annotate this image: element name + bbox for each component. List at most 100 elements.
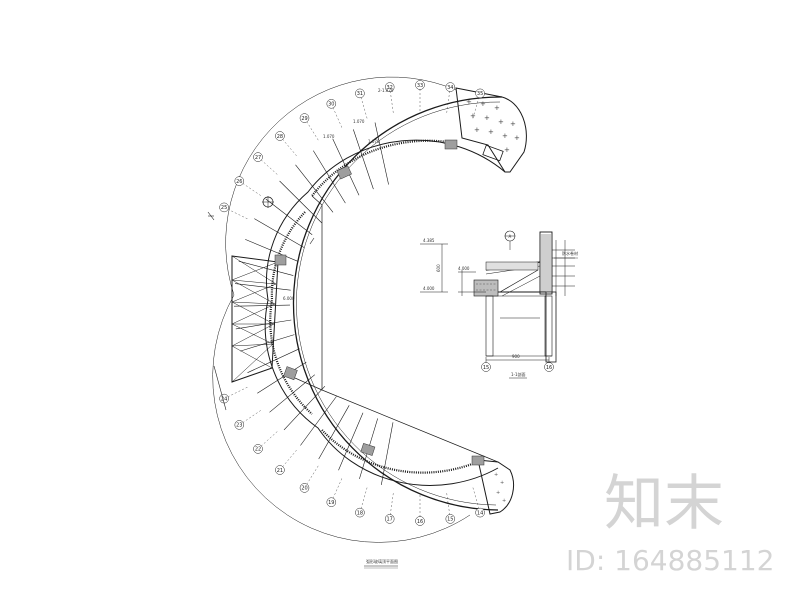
grid-bubble-label: 22 <box>255 447 261 453</box>
mullion-line <box>257 361 307 394</box>
bottom-slab-outline <box>477 459 514 515</box>
bottom-slab-hatch: ++++ <box>494 472 506 504</box>
axis-bubble-label: 16 <box>546 365 552 371</box>
top-slab-outline <box>455 87 527 173</box>
leader-lines <box>224 85 481 521</box>
mullion-line <box>318 405 350 460</box>
section-labels: A 4.385 4.000 4.000 600 900 防水卷材 1-1剖面 <box>423 234 578 379</box>
svg-text:+: + <box>510 120 516 128</box>
grid-bubble-label: 21 <box>277 468 283 474</box>
inner-arc-hatch <box>269 139 473 474</box>
column-symbol <box>262 196 274 208</box>
mullion-line <box>235 319 292 330</box>
svg-text:+: + <box>470 112 476 120</box>
mullion-line <box>233 304 291 307</box>
svg-text:+: + <box>502 132 508 140</box>
plan-label: 1.070 <box>368 139 380 144</box>
grid-bubble-label: 29 <box>301 116 307 122</box>
grid-bubble <box>355 507 365 518</box>
svg-text:+: + <box>494 104 500 112</box>
svg-text:+: + <box>504 146 510 154</box>
watermark: 知末 ID: 164885112 <box>566 469 774 577</box>
elevation-label: 4.000 <box>458 266 470 271</box>
svg-text:+: + <box>498 118 504 126</box>
dimension-label: 600 <box>436 264 441 272</box>
grid-bubble <box>415 80 425 90</box>
grid-bubble-label: 30 <box>328 102 334 108</box>
mullion-line <box>338 412 364 471</box>
arc-canopy-plan <box>212 76 506 543</box>
svg-text:+: + <box>496 490 500 496</box>
outer-arc <box>292 96 503 511</box>
svg-text:+: + <box>480 100 486 108</box>
grid-bubble <box>234 176 245 186</box>
grid-bubble-label: 18 <box>357 510 363 516</box>
grid-bubble-label: 19 <box>328 500 334 506</box>
mullion-line <box>300 396 337 446</box>
plan-label: 2-1.070 <box>378 88 394 93</box>
grid-bubble <box>253 152 263 162</box>
mullion-line <box>234 283 291 291</box>
section-detail <box>420 230 578 368</box>
grid-bubble <box>219 202 229 213</box>
grid-bubble <box>475 88 485 99</box>
watermark-id: ID: 164885112 <box>566 544 774 577</box>
section-ref-label: A <box>509 234 512 239</box>
mullion-line <box>381 422 394 485</box>
plan-label: 1.070 <box>353 119 365 124</box>
mullion-line <box>240 334 295 352</box>
elevation-label: 4.000 <box>423 286 435 291</box>
grid-bubble-label: 14 <box>477 510 483 516</box>
outer-arc-inner-line <box>296 101 501 506</box>
svg-text:+: + <box>494 472 498 478</box>
svg-text:+: + <box>502 498 506 504</box>
middle-arc <box>212 76 471 543</box>
mullion-line <box>279 180 323 224</box>
mullion-line <box>269 374 315 413</box>
section-axis-bubbles: 15 16 <box>481 362 554 372</box>
svg-text:+: + <box>514 134 520 142</box>
truss-panel <box>231 255 279 383</box>
grid-bubble <box>299 483 310 493</box>
inner-arc <box>264 139 506 486</box>
mullion-line <box>247 348 300 373</box>
mullion-line <box>254 218 305 248</box>
section-title: 1-1剖面 <box>511 371 526 377</box>
svg-text:+: + <box>484 114 490 122</box>
grid-bubble <box>445 514 456 524</box>
plan-label: 1.070 <box>323 134 335 139</box>
grid-bubble-label: 34 <box>447 85 453 91</box>
elevation-label: 4.385 <box>423 238 435 243</box>
grid-bubble <box>326 99 337 109</box>
mullion-line <box>374 122 389 185</box>
grid-bubble <box>299 113 310 123</box>
section-note: 防水卷材 <box>562 250 578 256</box>
svg-text:+: + <box>466 98 472 106</box>
mullion-line <box>353 129 374 190</box>
grid-bubble-label: 23 <box>236 423 242 429</box>
bottom-right-slab: ++++ <box>477 459 514 515</box>
mullion-line <box>283 385 326 431</box>
grid-bubble <box>355 88 365 99</box>
grid-bubble <box>253 444 263 454</box>
grid-bubble-label: 28 <box>277 134 283 140</box>
grid-bubble <box>326 497 337 507</box>
grid-bubble-label: 32 <box>387 85 393 91</box>
grid-bubble-label: 35 <box>477 91 483 97</box>
plan-labels: 2-1.070 1.070 1.070 6.000 1.070 <box>283 88 394 301</box>
grid-bubble-label: 25 <box>221 205 227 211</box>
grid-bubble <box>384 514 395 524</box>
grid-bubble <box>275 465 285 475</box>
grid-bubble <box>384 82 395 92</box>
plan-label: 6.000 <box>283 296 295 301</box>
grid-bubble-label: 31 <box>357 91 363 97</box>
axis-bubble-label: 15 <box>483 365 489 371</box>
mullion-line <box>265 198 313 236</box>
watermark-brand: 知末 <box>604 469 724 539</box>
svg-text:+: + <box>488 128 494 136</box>
grid-bubble-label: 26 <box>236 179 242 185</box>
tick-marks <box>207 211 315 411</box>
grid-bubble <box>475 507 485 518</box>
plan-title: 弧形玻璃顶平面图 <box>366 558 398 564</box>
